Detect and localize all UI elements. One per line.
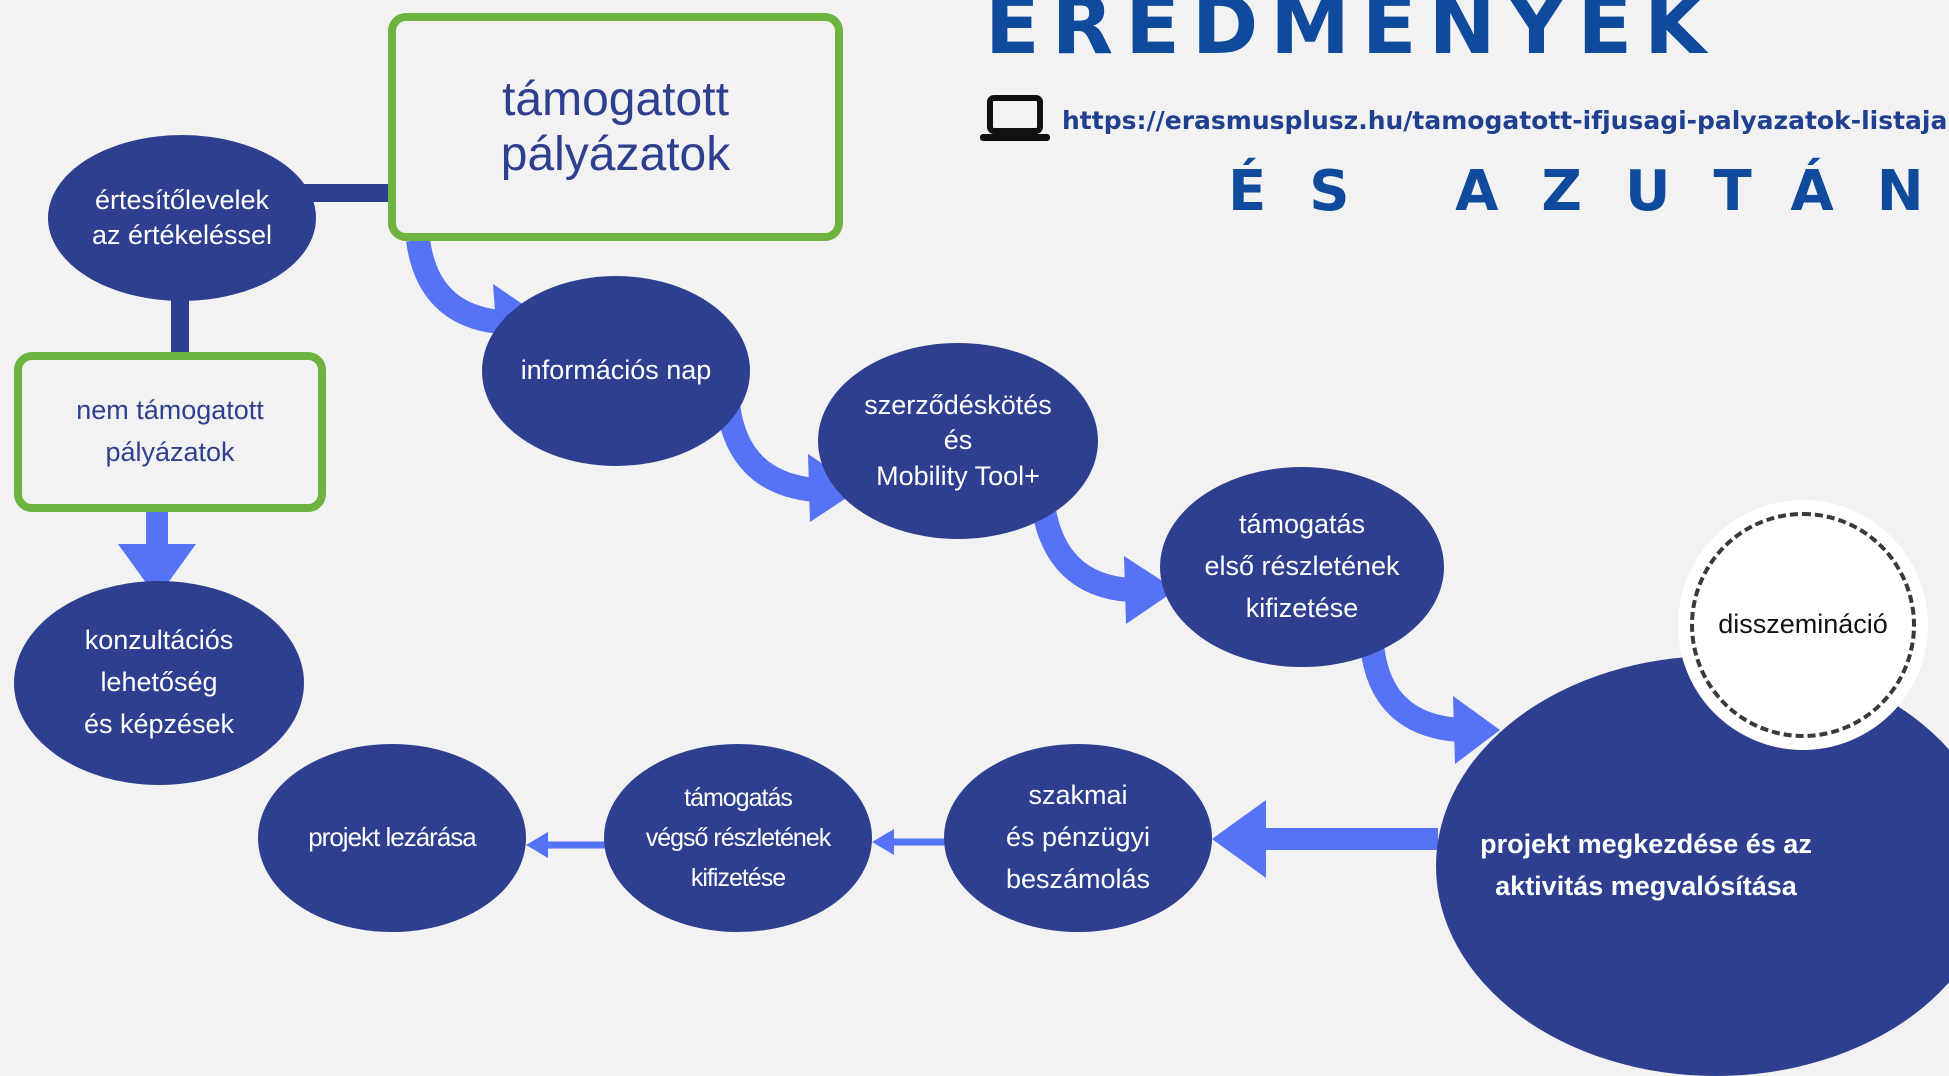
curved-arrow-supported-info (406, 238, 502, 334)
laptop-icon (980, 95, 1050, 141)
supported-applications-box: támogatott pályázatok (388, 13, 843, 241)
dissemination-dashed-ring (1690, 512, 1916, 738)
curved-arrow-contract-payment-head (1124, 556, 1176, 624)
report-line-1: szakmai (1028, 780, 1128, 811)
information-day-node: információs nap (482, 276, 750, 466)
supported-line-1: támogatott (502, 72, 729, 126)
final-payment-line-1: támogatás (684, 784, 793, 812)
not-supported-line-1: nem támogatott (76, 395, 264, 426)
first-payment-line-2: első részletének (1204, 551, 1400, 582)
arrow-down-consultation-head (118, 544, 196, 598)
project-closure-node: projekt lezárása (258, 744, 526, 932)
report-line-3: beszámolás (1005, 863, 1151, 894)
contract-node: szerződéskötés és Mobility Tool+ (818, 343, 1098, 539)
dissemination-node: disszemináció (1678, 500, 1928, 750)
contract-line-1: szerződéskötés (864, 390, 1052, 421)
notifications-line-1: értesítőlevelek (94, 184, 270, 215)
not-supported-line-2: pályázatok (105, 437, 235, 467)
page-title: EREDMENYEK (985, 0, 1719, 72)
curved-arrow-info-contract (716, 403, 817, 502)
dissemination-label: disszemináció (1718, 609, 1888, 640)
arrow-final-payment-closure-head (526, 832, 548, 858)
curved-arrow-payment-project-head (1453, 696, 1500, 764)
consultation-line-3: és képzések (83, 708, 235, 739)
project-start-line-1: projekt megkezdése és az (1480, 829, 1812, 860)
notification-letters-node: értesítőlevelek az értékeléssel (48, 135, 316, 301)
contract-line-2: és (943, 425, 973, 456)
final-payment-line-3: kifizetése (690, 864, 786, 892)
first-payment-line-3: kifizetése (1245, 592, 1359, 623)
consultation-line-2: lehetőség (100, 667, 218, 698)
arrow-report-final-payment-head (872, 829, 894, 855)
notifications-line-2: az értékeléssel (91, 220, 273, 250)
report-line-2: és pénzügyi (1005, 822, 1151, 853)
curved-arrow-payment-project (1360, 643, 1462, 742)
info-day-line-1: információs nap (520, 355, 712, 386)
final-payment-line-2: végső részletének (645, 824, 832, 852)
page-subtitle: ÉS AZUTÁN (1228, 159, 1949, 224)
curved-arrow-info-contract-head (808, 454, 860, 522)
consultation-line-1: konzultációs (84, 625, 234, 656)
project-start-line-2: aktivitás megvalósítása (1495, 871, 1797, 901)
arrow-project-report-shaft (1262, 828, 1438, 850)
curved-arrow-contract-payment (1031, 502, 1132, 602)
not-supported-applications-box: nem támogatott pályázatok (14, 352, 326, 512)
erasmus-link[interactable]: https://erasmusplusz.hu/tamogatott-ifjus… (1062, 106, 1948, 135)
diagram-canvas (118, 95, 1500, 878)
consultation-node: konzultációs lehetőség és képzések (14, 581, 304, 785)
contract-line-3: Mobility Tool+ (876, 460, 1040, 491)
supported-line-2: pályázatok (500, 128, 731, 181)
report-node: szakmai és pénzügyi beszámolás (944, 744, 1212, 932)
first-payment-node: támogatás első részletének kifizetése (1160, 467, 1444, 667)
arrow-project-report-head (1212, 800, 1266, 878)
final-payment-node: támogatás végső részletének kifizetése (604, 744, 872, 932)
closure-line-1: projekt lezárása (308, 822, 477, 853)
first-payment-line-1: támogatás (1238, 509, 1366, 540)
arrow-down-consultation-shaft (146, 508, 168, 546)
